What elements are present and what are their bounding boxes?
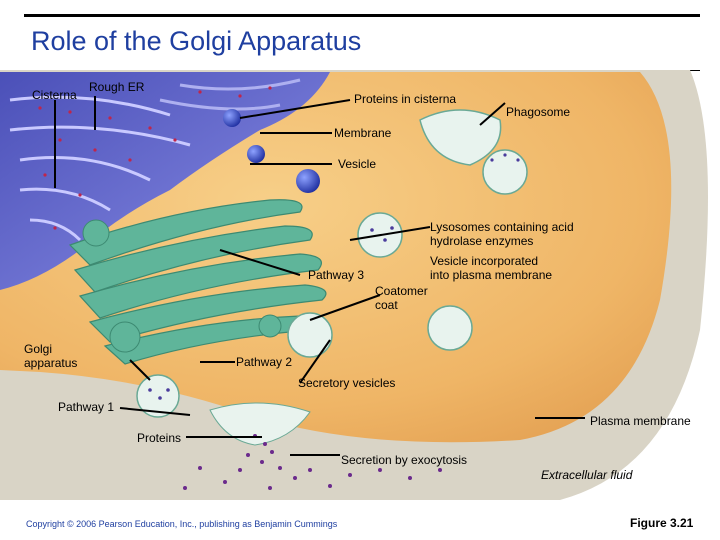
label-proteins-in-cisterna: Proteins in cisterna <box>354 92 457 106</box>
label-secretion-by-exocytosis: Secretion by exocytosis <box>341 453 468 467</box>
label-secretory-vesicles: Secretory vesicles <box>298 376 396 390</box>
label-pathway-2: Pathway 2 <box>236 355 293 369</box>
label-extracellular-fluid: Extracellular fluid <box>541 468 633 482</box>
label-rough-er: Rough ER <box>89 80 145 94</box>
label-proteins: Proteins <box>137 431 182 445</box>
page-title: Role of the Golgi Apparatus <box>31 26 362 56</box>
label-vesicle-incorporated: Vesicle incorporated into plasma membran… <box>430 254 553 282</box>
label-vesicle: Vesicle <box>338 157 377 171</box>
label-cisterna: Cisterna <box>32 88 77 102</box>
golgi-stack <box>68 199 327 365</box>
label-membrane: Membrane <box>334 126 392 140</box>
golgi-vesicle <box>82 219 110 247</box>
secretory-vesicles <box>136 109 528 418</box>
transport-vesicle <box>223 109 241 127</box>
title-rule <box>24 14 700 17</box>
leader-lines <box>54 96 585 456</box>
label-lysosomes: Lysosomes containing acid hydrolase enzy… <box>430 220 574 248</box>
figure-number: Figure 3.21 <box>630 516 694 530</box>
label-coatomer-coat: Coatomer coat <box>375 284 428 312</box>
transport-vesicle <box>296 169 320 193</box>
transport-vesicle <box>247 145 265 163</box>
label-pathway-1: Pathway 1 <box>58 400 115 414</box>
label-golgi-apparatus: Golgi apparatus <box>24 342 78 370</box>
rough-er <box>0 72 330 290</box>
label-phagosome: Phagosome <box>506 105 571 119</box>
golgi-vesicle <box>109 321 141 353</box>
copyright-notice: Copyright © 2006 Pearson Education, Inc.… <box>26 519 338 529</box>
label-plasma-membrane: Plasma membrane <box>590 414 691 428</box>
label-pathway-3: Pathway 3 <box>308 268 365 282</box>
golgi-vesicle <box>258 314 282 338</box>
